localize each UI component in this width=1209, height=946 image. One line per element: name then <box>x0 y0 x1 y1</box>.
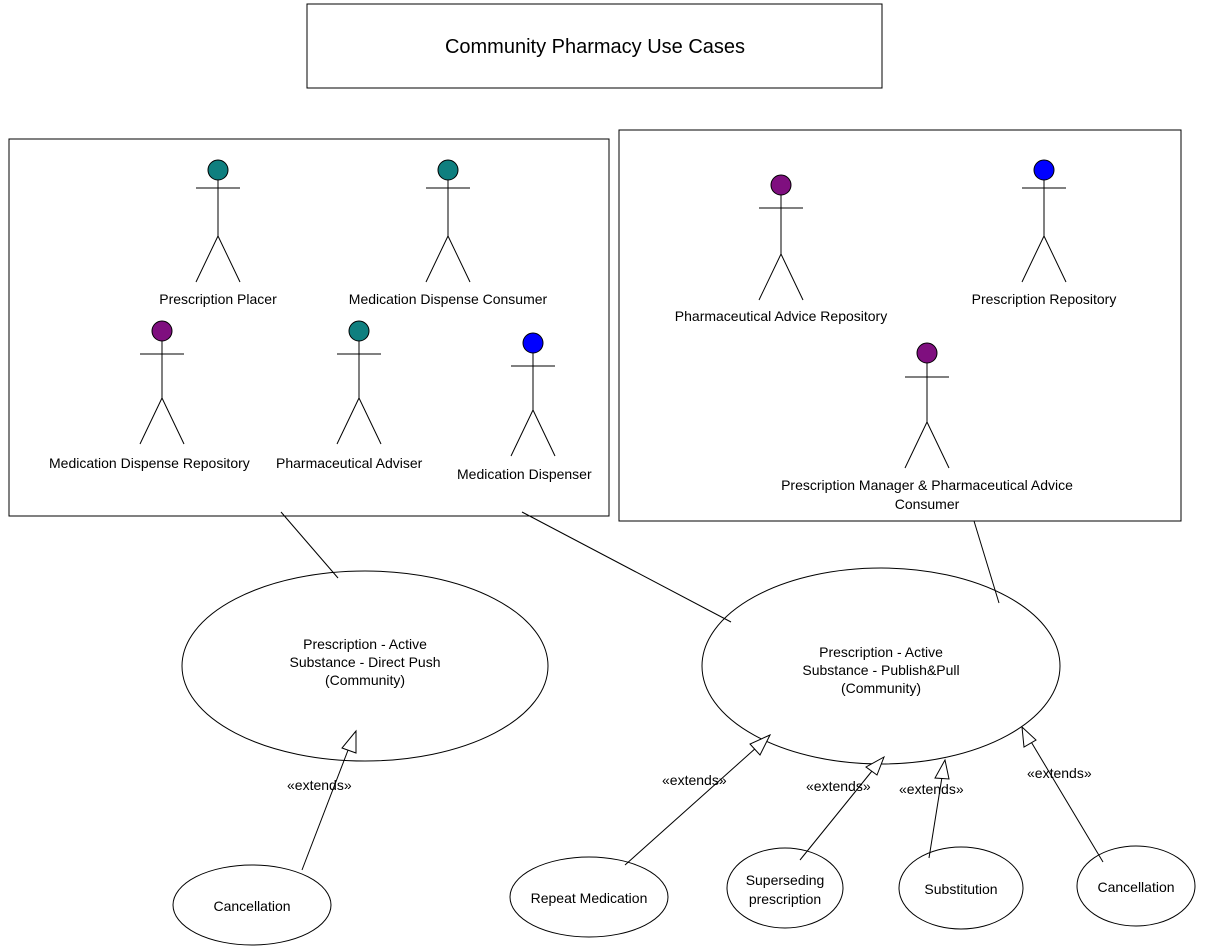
use-case-label-line1: Prescription - Active <box>819 644 943 660</box>
extends-cancellation-left: «extends» <box>287 729 357 871</box>
actor-medication-dispense-repository: Medication Dispense Repository <box>49 320 250 471</box>
use-case-label-line2: prescription <box>749 891 821 907</box>
actor-medication-dispense-consumer: Medication Dispense Consumer <box>349 159 548 307</box>
actor-head-icon <box>348 320 370 342</box>
actor-label: Prescription Repository <box>972 291 1117 307</box>
actor-label: Pharmaceutical Adviser <box>276 455 423 471</box>
use-case-label: Substitution <box>924 881 997 897</box>
actor-label: Medication Dispenser <box>457 466 592 482</box>
use-case-direct-push: Prescription - Active Substance - Direct… <box>181 570 549 762</box>
actor-prescription-repository: Prescription Repository <box>972 159 1117 307</box>
use-case-label-line1: Superseding <box>746 872 825 888</box>
actor-medication-dispenser: Medication Dispenser <box>457 332 592 482</box>
use-case-repeat-medication: Repeat Medication <box>509 856 669 938</box>
title-box: Community Pharmacy Use Cases <box>306 3 883 89</box>
extends-cancellation-right: «extends» <box>1021 725 1104 863</box>
use-case-substitution: Substitution <box>898 846 1024 930</box>
use-case-label: Cancellation <box>1097 879 1174 895</box>
use-case-label: Cancellation <box>213 898 290 914</box>
extends-repeat-medication: «extends» <box>624 733 772 866</box>
actor-head-icon <box>916 342 938 364</box>
use-case-label-line3: (Community) <box>841 680 921 696</box>
actor-head-icon <box>1033 159 1055 181</box>
extends-label: «extends» <box>899 781 964 797</box>
extends-label: «extends» <box>662 772 727 788</box>
actor-head-icon <box>151 320 173 342</box>
use-case-cancellation-right: Cancellation <box>1076 845 1196 927</box>
actor-prescription-manager: Prescription Manager & Pharmaceutical Ad… <box>781 342 1073 512</box>
actor-label-line1: Prescription Manager & Pharmaceutical Ad… <box>781 477 1073 493</box>
extends-substitution: «extends» <box>899 758 964 859</box>
use-case-label-line2: Substance - Direct Push <box>290 654 441 670</box>
actor-prescription-placer: Prescription Placer <box>159 159 277 307</box>
use-case-cancellation-left: Cancellation <box>172 864 332 946</box>
actor-pharmaceutical-advice-repository: Pharmaceutical Advice Repository <box>675 174 887 324</box>
actor-label: Prescription Placer <box>159 291 277 307</box>
actor-head-icon <box>207 159 229 181</box>
actor-label: Pharmaceutical Advice Repository <box>675 308 887 324</box>
extends-superseding: «extends» <box>799 755 885 861</box>
actor-label-line2: Consumer <box>895 496 960 512</box>
actor-pharmaceutical-adviser: Pharmaceutical Adviser <box>276 320 423 471</box>
association-line <box>521 511 732 623</box>
association-line <box>280 511 339 579</box>
extends-label: «extends» <box>287 777 352 793</box>
extends-label: «extends» <box>806 778 871 794</box>
actor-head-icon <box>522 332 544 354</box>
right-actor-group <box>618 129 1182 522</box>
left-actor-group <box>8 138 610 517</box>
use-case-superseding: Superseding prescription <box>726 847 844 929</box>
actor-head-icon <box>437 159 459 181</box>
diagram-title: Community Pharmacy Use Cases <box>445 36 745 58</box>
use-case-label: Repeat Medication <box>531 890 648 906</box>
extends-label: «extends» <box>1027 765 1092 781</box>
use-case-publish-pull: Prescription - Active Substance - Publis… <box>701 567 1061 765</box>
association-line <box>973 520 1000 604</box>
use-case-label-line2: Substance - Publish&Pull <box>802 662 959 678</box>
actor-label: Medication Dispense Repository <box>49 455 250 471</box>
actor-label: Medication Dispense Consumer <box>349 291 548 307</box>
actor-head-icon <box>770 174 792 196</box>
use-case-label-line1: Prescription - Active <box>303 636 427 652</box>
use-case-label-line3: (Community) <box>325 672 405 688</box>
